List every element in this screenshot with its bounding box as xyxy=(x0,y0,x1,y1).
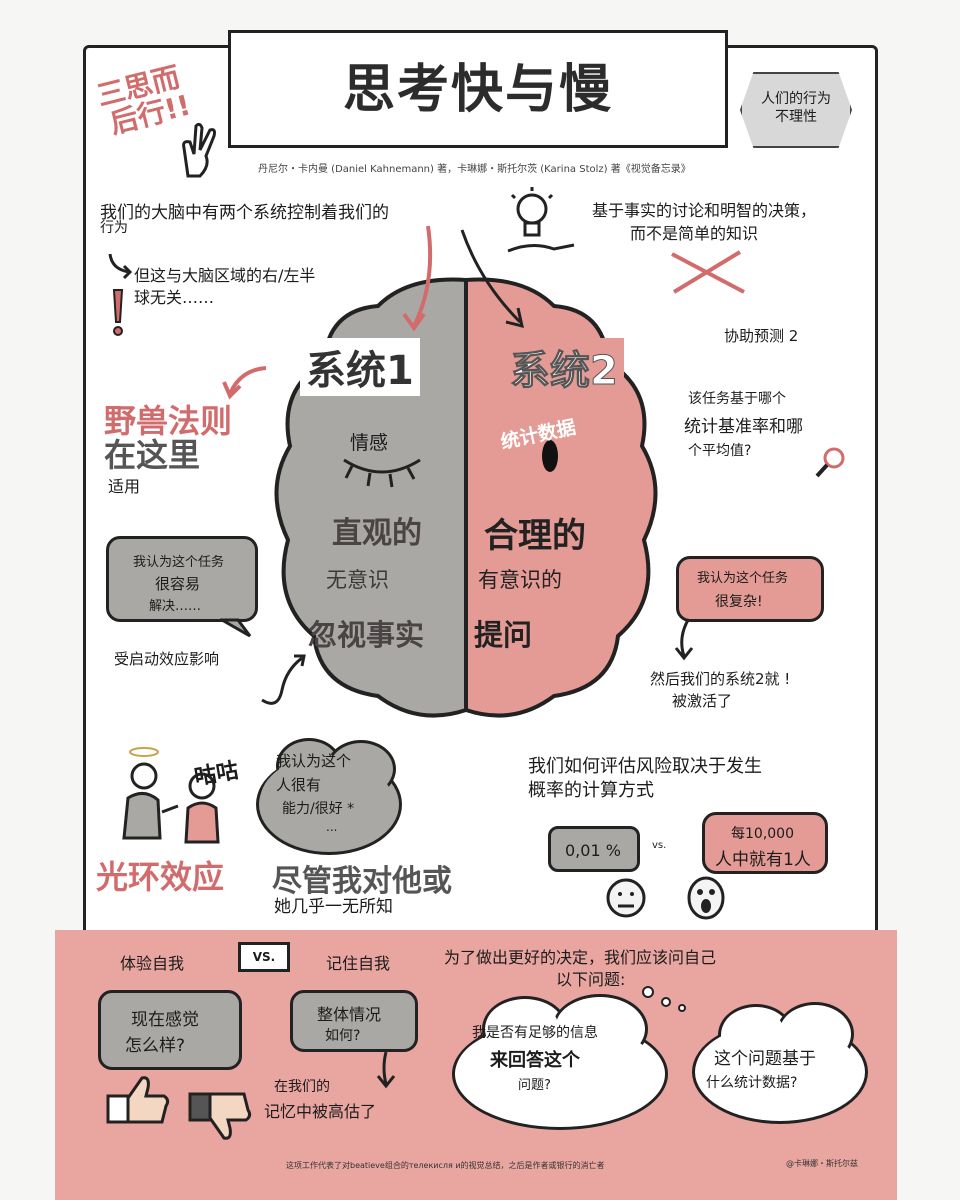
magnifier-icon xyxy=(815,447,845,478)
hand-icon xyxy=(507,243,575,253)
rational-label: 合理的 xyxy=(484,516,586,556)
despite-text: 尽管我对他或 xyxy=(272,864,452,899)
emotion-label: 情感 xyxy=(350,432,389,454)
halo-icon xyxy=(129,747,159,757)
percent-bubble: 0,01 % xyxy=(548,826,640,872)
neutral-face-icon xyxy=(606,878,646,918)
cross-icon xyxy=(671,250,745,294)
jungle-law-here: 在这里 xyxy=(104,436,201,474)
lightbulb-icon xyxy=(507,187,575,253)
victory-hand-icon xyxy=(182,122,216,178)
baserate-text: 该任务基于哪个 xyxy=(688,391,786,407)
thumbs-down-icon xyxy=(188,1092,252,1140)
ignore-facts-label: 忽视事实 xyxy=(308,618,425,652)
credits: 丹尼尔・卡内曼 (Daniel Kahnemann) 著，卡琳娜・斯托尔茨 (K… xyxy=(258,164,691,175)
overrated-text-2: 记忆中被高估了 xyxy=(264,1102,377,1121)
despite-text-2: 她几乎一无所知 xyxy=(274,897,393,917)
halo-people-illustration xyxy=(122,747,220,844)
feel-now-bubble: 现在感觉 怎么样? xyxy=(98,990,242,1070)
person-icon xyxy=(130,762,158,790)
vs-box: VS. xyxy=(238,942,290,972)
system2-label: 系统2 xyxy=(504,338,624,396)
remembering-self: 记住自我 xyxy=(326,954,391,973)
baserate-text-3: 个平均值? xyxy=(688,443,752,459)
arrow-icon xyxy=(108,253,133,280)
thought-dots xyxy=(642,986,686,1012)
assist-text: 协助预测 2 xyxy=(724,327,799,345)
hemisphere-text: 但这与大脑区域的右/左半 xyxy=(134,266,316,285)
arrow-icon xyxy=(261,654,306,705)
open-eye-icon xyxy=(542,440,558,472)
system1-label: 系统1 xyxy=(300,338,420,396)
arrow-icon xyxy=(376,1051,396,1089)
intuitive-label: 直观的 xyxy=(332,516,422,551)
fact-text-cont: 而不是简单的知识 xyxy=(630,224,759,243)
overall-bubble: 整体情况 如何? xyxy=(290,990,418,1052)
unconscious-label: 无意识 xyxy=(326,568,389,592)
intro-text-cont: 行为 xyxy=(100,220,128,236)
footer-text: 这项工作代表了对beatieve组合的телекисля и的视觉总结，之后是作… xyxy=(286,1161,605,1170)
jungle-law-applies: 适用 xyxy=(108,477,141,496)
arrow-icon xyxy=(674,619,694,661)
overrated-text: 在我们的 xyxy=(274,1079,330,1095)
easy-task-bubble: 我认为这个任务 很容易 解决…… xyxy=(106,536,258,622)
hemisphere-text-cont: 球无关…… xyxy=(134,288,215,307)
scream-face-icon xyxy=(687,876,725,920)
thought-cloud-gray: 我认为这个 人很有 能力/很好 * ... xyxy=(246,734,406,855)
fact-text: 基于事实的讨论和明智的决策， xyxy=(592,201,817,220)
arrow-icon xyxy=(402,225,524,332)
person-icon xyxy=(188,772,216,800)
page-title: 思考快与慢 xyxy=(342,60,613,120)
experiencing-self: 体验自我 xyxy=(120,954,185,973)
decision-text-2: 以下问题: xyxy=(556,970,626,989)
risk-text: 我们如何评估风险取决于发生 xyxy=(528,756,762,777)
stats-thought-cloud: 这个问题基于 什么统计数据? xyxy=(692,1000,868,1124)
activated-text: 然后我们的系统2就 ! xyxy=(650,670,791,688)
conscious-label: 有意识的 xyxy=(478,568,562,592)
bubble-tail xyxy=(220,618,252,638)
info-thought-cloud: 我是否有足够的信息 来回答这个 问题? xyxy=(452,990,668,1130)
irrational-behavior-badge: 人们的行为 不理性 xyxy=(740,72,852,148)
halo-effect-label: 光环效应 xyxy=(96,858,225,896)
vs-small: vs. xyxy=(652,840,667,851)
arrow-icon xyxy=(222,366,267,400)
per-10000-bubble: 每10,000 人中就有1人 xyxy=(702,812,828,874)
activated-text-2: 被激活了 xyxy=(672,692,733,710)
closed-eye-icon xyxy=(343,458,421,474)
jungle-law-text: 野兽法则 xyxy=(104,402,233,440)
thumbs-up-icon xyxy=(106,1076,170,1124)
intro-text: 我们的大脑中有两个系统控制着我们的 xyxy=(100,203,389,223)
signature: @卡琳娜・斯托尔兹 xyxy=(786,1159,858,1168)
risk-text-2: 概率的计算方式 xyxy=(528,780,654,801)
exclamation-icon xyxy=(112,289,124,336)
priming-text: 受启动效应影响 xyxy=(114,650,220,668)
title-box: 思考快与慢 xyxy=(228,30,728,148)
decision-text: 为了做出更好的决定，我们应该问自己 xyxy=(444,948,717,967)
hard-task-bubble: 我认为这个任务 很复杂! xyxy=(676,556,824,622)
question-label: 提问 xyxy=(474,618,533,652)
baserate-text-2: 统计基准率和哪 xyxy=(684,417,803,437)
